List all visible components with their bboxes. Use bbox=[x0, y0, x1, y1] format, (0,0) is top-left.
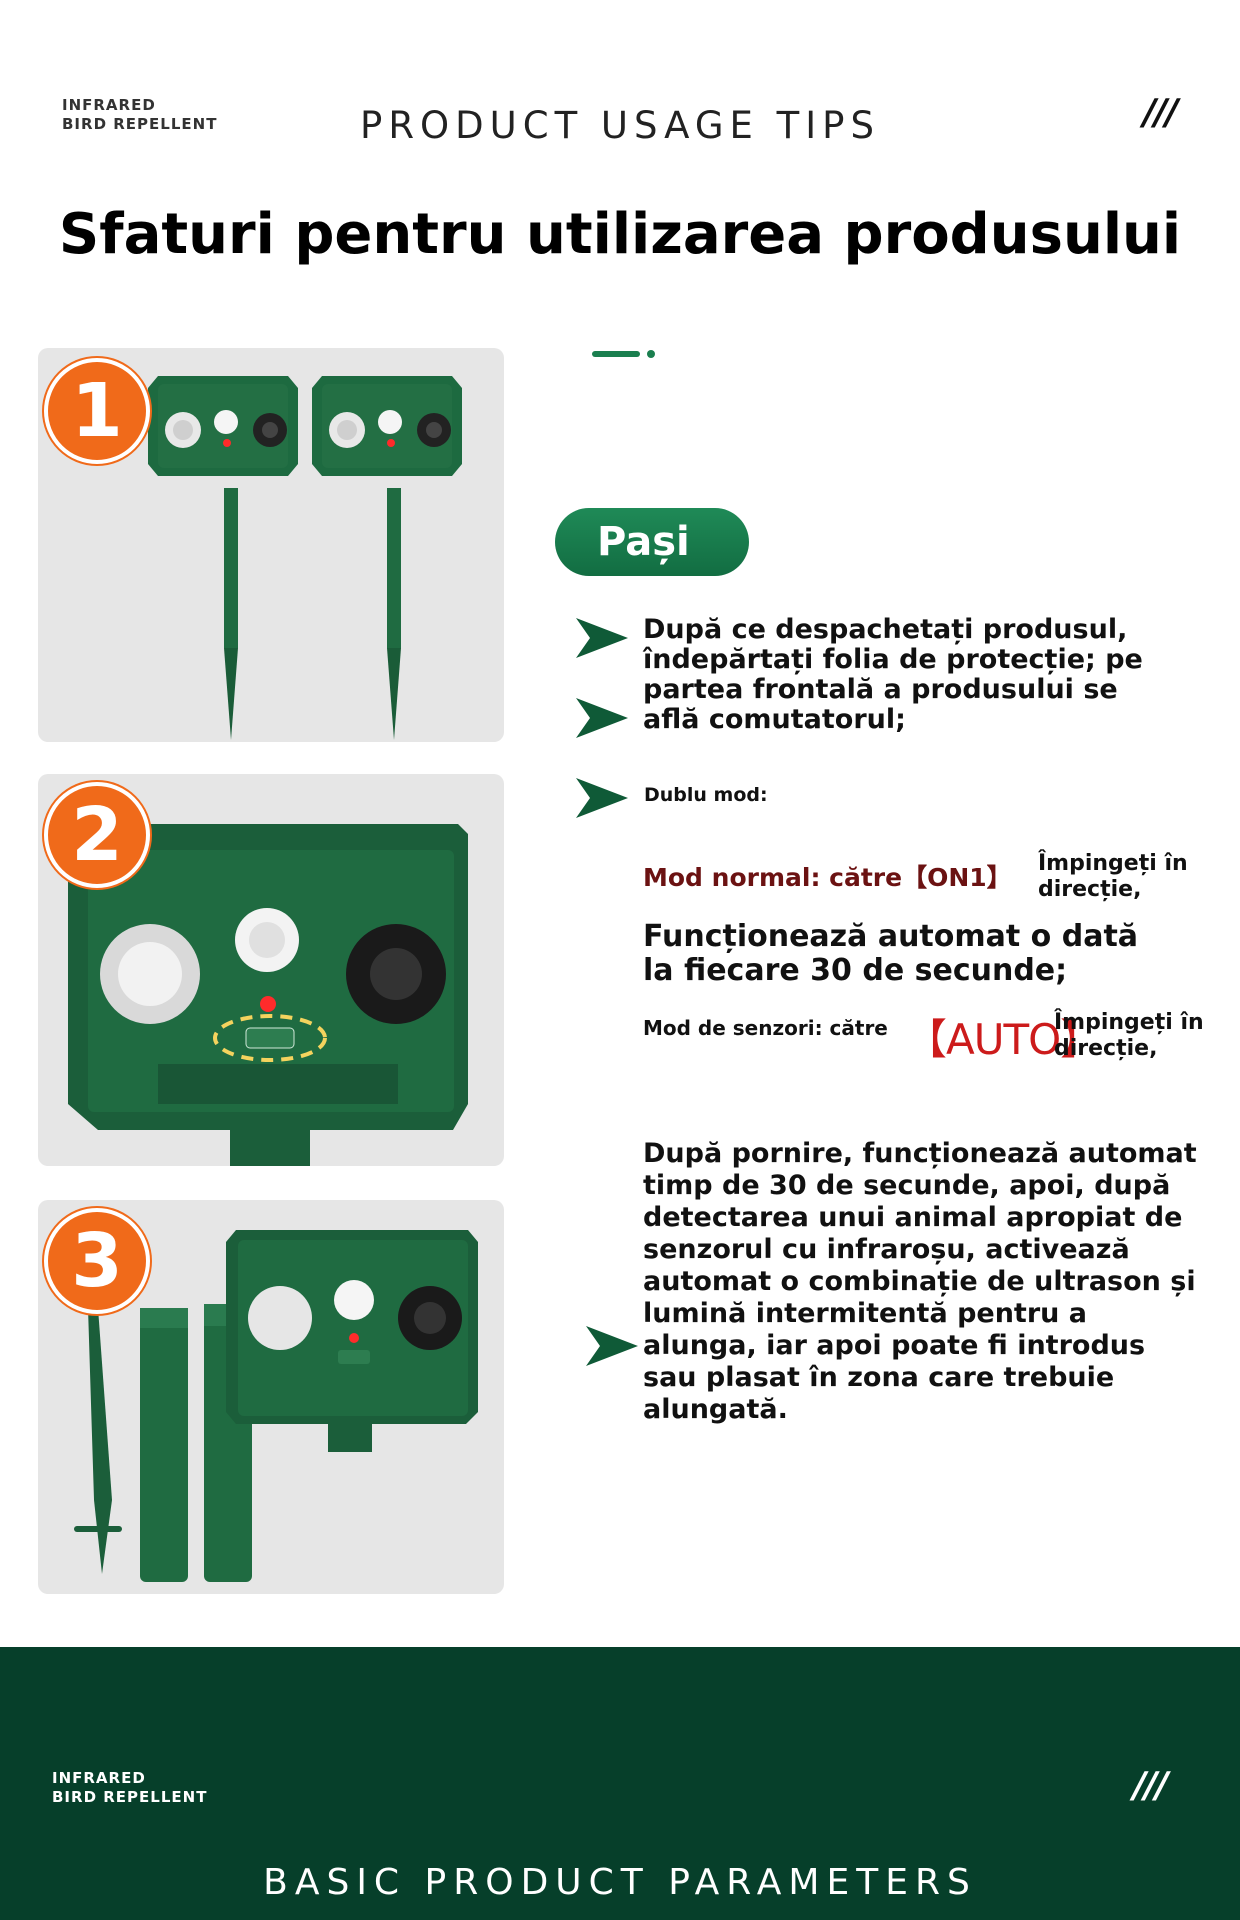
main-title: Sfaturi pentru utilizarea produsului bbox=[58, 202, 1182, 267]
steps-label: Pași bbox=[555, 508, 749, 576]
footer-brand-label: INFRARED BIRD REPELLENT bbox=[52, 1769, 207, 1807]
auto-mode-tag: 【AUTO】 bbox=[905, 1015, 1102, 1064]
footer-brand-line2: BIRD REPELLENT bbox=[52, 1788, 208, 1806]
brand-label: INFRARED BIRD REPELLENT bbox=[62, 96, 217, 134]
arrow-right-icon bbox=[576, 618, 628, 658]
device-a bbox=[148, 376, 298, 740]
footer-title: BASIC PRODUCT PARAMETERS bbox=[263, 1862, 977, 1903]
product-pair-illustration bbox=[148, 376, 462, 740]
normal-mode-label: Mod normal: către【ON1】 bbox=[643, 863, 1012, 892]
step-2-image-card bbox=[38, 774, 504, 1166]
arrow-right-icon bbox=[586, 1326, 638, 1366]
arrow-right-icon bbox=[576, 698, 628, 738]
footer-band: INFRARED BIRD REPELLENT /// bbox=[0, 1647, 1240, 1920]
step-3-text: După pornire, funcționează automat timp … bbox=[643, 1138, 1197, 1425]
assembly-parts-illustration bbox=[74, 1230, 478, 1582]
sensor-mode-label: Mod de senzori: către bbox=[643, 1016, 888, 1040]
device-b bbox=[312, 376, 462, 740]
step-1-image-card bbox=[38, 348, 504, 742]
slashes-decoration: /// bbox=[1143, 92, 1178, 133]
step-number-badge-1: 1 bbox=[44, 358, 150, 464]
led-icon bbox=[260, 996, 276, 1012]
brand-line1: INFRARED bbox=[62, 96, 156, 114]
step-1-text: După ce despachetați produsul, îndepărta… bbox=[643, 614, 1143, 735]
brand-line2: BIRD REPELLENT bbox=[62, 115, 218, 133]
footer-slashes-decoration: /// bbox=[1133, 1765, 1168, 1806]
header-title: PRODUCT USAGE TIPS bbox=[360, 104, 880, 147]
step-number-badge-2: 2 bbox=[44, 782, 150, 888]
switch-closeup-illustration bbox=[68, 824, 468, 1166]
dual-mode-label: Dublu mod: bbox=[644, 784, 768, 806]
normal-mode-push-text: Împingeți în direcție, bbox=[1038, 851, 1188, 902]
normal-mode-description: Funcționează automat o dată la fiecare 3… bbox=[643, 919, 1139, 988]
sensor-mode-push-text: Împingeți în direcție, bbox=[1054, 1010, 1204, 1061]
step-number-badge-3: 3 bbox=[44, 1208, 150, 1314]
accent-dash bbox=[592, 350, 655, 358]
footer-brand-line1: INFRARED bbox=[52, 1769, 146, 1787]
arrow-right-icon bbox=[576, 778, 628, 818]
